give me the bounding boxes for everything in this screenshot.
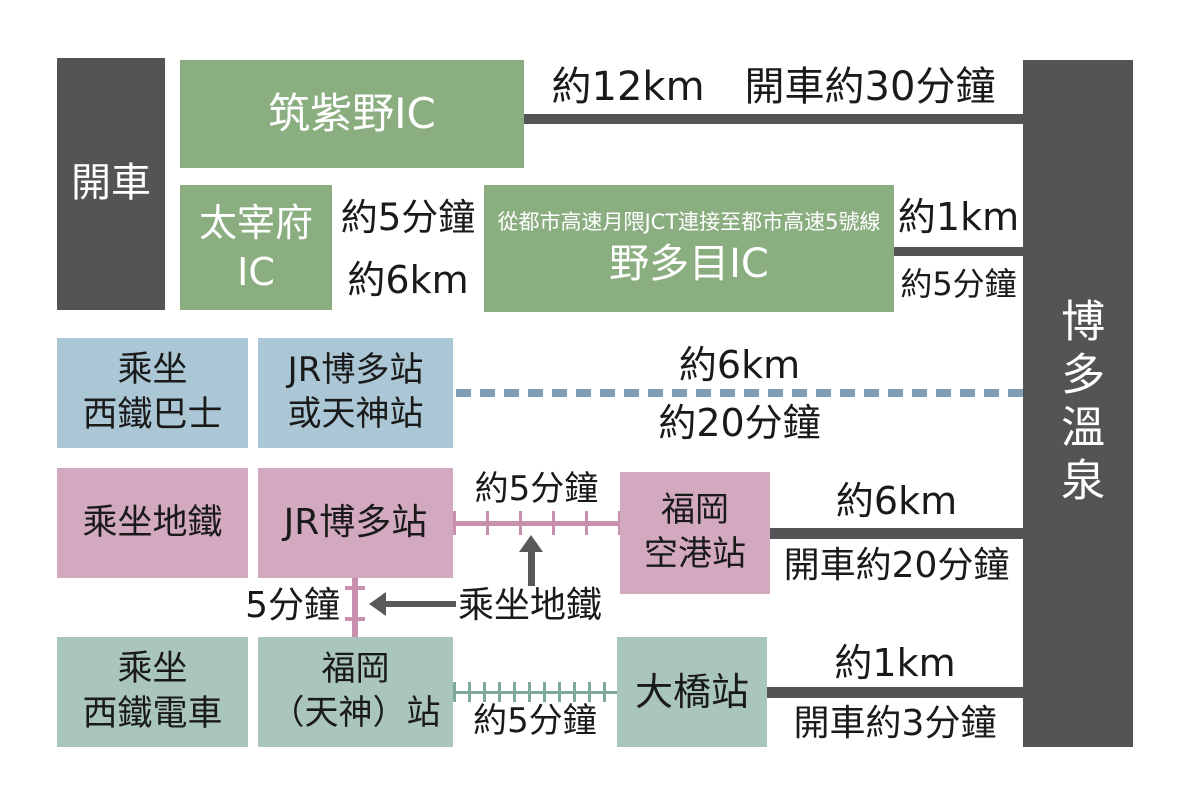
chikushino-distance-label: 約12km 開車約30分鐘 [551, 64, 996, 110]
airport-distance-label: 約6km [835, 479, 958, 523]
station-box-jr-hakata: JR博多站 [258, 468, 453, 578]
transfer-rail-tick [345, 617, 365, 621]
train-station-label-line1: 福岡 [321, 649, 390, 690]
route-line-notame-to-onsen [894, 247, 1023, 256]
dazaifu-distance-label: 約6km [347, 258, 469, 302]
train-mode-label-line1: 乘坐 [117, 649, 188, 690]
mode-box-nishitetsu-train: 乘坐 西鐵電車 [57, 637, 248, 747]
transfer-rail-line [352, 578, 358, 637]
station-box-dazaifu-ic: 太宰府 IC [180, 185, 332, 310]
airport-drive-time-label: 開車約20分鐘 [783, 545, 1010, 586]
notame-distance-label: 約1km [897, 195, 1020, 239]
transfer-rail-tick [345, 586, 365, 590]
route-line-airport-to-onsen [770, 528, 1023, 539]
notame-time-label: 約5分鐘 [900, 265, 1017, 303]
subway-mode-label: 乘坐地鐵 [82, 502, 223, 543]
mode-drive-label: 開車 [71, 160, 151, 207]
ohashi-distance-label: 約1km [834, 641, 956, 685]
station-box-chikushino-ic: 筑紫野IC [180, 60, 524, 168]
chikushino-ic-label: 筑紫野IC [268, 89, 436, 139]
destination-label: 博多溫泉 [1053, 297, 1105, 510]
route-line-chikushino-to-onsen [524, 114, 1023, 124]
dazaifu-ic-label-line2: IC [237, 249, 275, 294]
mode-box-drive: 開車 [57, 58, 165, 310]
transfer-mode-label: 乘坐地鐵 [458, 585, 603, 626]
bus-distance-label: 約6km [678, 343, 801, 387]
bus-mode-label-line2: 西鐵巴士 [82, 395, 223, 435]
transfer-time-label: 5分鐘 [245, 585, 340, 626]
train-station-label-line2: （天神）站 [270, 693, 441, 733]
bus-time-label: 約20分鐘 [658, 401, 821, 445]
train-ride-time-label: 約5分鐘 [473, 701, 597, 741]
dazaifu-ic-label-line1: 太宰府 [198, 200, 313, 245]
mode-box-nishitetsu-bus: 乘坐 西鐵巴士 [57, 338, 248, 448]
subway-station-label: JR博多站 [283, 501, 428, 543]
bus-route-dashed-line [456, 389, 1023, 397]
ohashi-station-label: 大橋站 [634, 669, 749, 714]
subway-up-arrow-icon [519, 535, 543, 552]
notame-highway-note: 從都市高速月隈JCT連接至都市高速5號線 [497, 210, 881, 235]
subway-rail-line [453, 511, 620, 535]
route-line-ohashi-to-onsen [767, 687, 1023, 698]
ohashi-drive-time-label: 開車約3分鐘 [793, 703, 997, 744]
bus-station-label-line1: JR博多站 [287, 350, 424, 391]
dazaifu-time-label: 約5分鐘 [340, 196, 476, 239]
subway-up-arrow-stem [528, 550, 535, 586]
train-rail-line [453, 682, 617, 702]
station-box-notame-ic: 從都市高速月隈JCT連接至都市高速5號線 野多目IC [484, 185, 894, 312]
station-box-jr-hakata-or-tenjin: JR博多站 或天神站 [258, 338, 453, 448]
airport-station-label-line1: 福岡 [661, 490, 729, 531]
transfer-left-arrow-stem [384, 601, 456, 607]
destination-bar-hakata-onsen: 博多溫泉 [1023, 60, 1133, 747]
station-box-ohashi: 大橋站 [617, 637, 767, 747]
transfer-left-arrow-icon [369, 592, 386, 616]
notame-ic-label: 野多目IC [609, 240, 769, 287]
station-box-fukuoka-airport: 福岡 空港站 [620, 472, 770, 594]
airport-station-label-line2: 空港站 [644, 534, 746, 574]
train-mode-label-line2: 西鐵電車 [82, 694, 223, 734]
bus-station-label-line2: 或天神站 [287, 394, 424, 434]
mode-box-subway: 乘坐地鐵 [57, 468, 248, 578]
bus-mode-label-line1: 乘坐 [117, 350, 188, 391]
subway-ride-time-label: 約5分鐘 [474, 469, 599, 509]
station-box-fukuoka-tenjin: 福岡 （天神）站 [258, 637, 453, 747]
